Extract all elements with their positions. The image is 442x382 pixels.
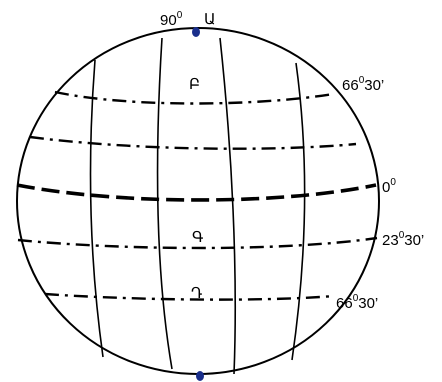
latitude-label-middle: 23030’ [382, 230, 424, 249]
meridian-line [89, 59, 104, 358]
north-pole-marker [192, 27, 200, 37]
equator-label: 00 [382, 177, 396, 196]
parallel-line [44, 292, 335, 301]
latitude-label-bottom: 66030’ [336, 293, 378, 312]
zone-letter-upper: Բ [189, 76, 200, 93]
north-pole-degree-label: 900 [160, 10, 183, 29]
latitude-label-top: 66030’ [342, 75, 384, 94]
meridian-line [219, 37, 237, 375]
zone-letter-lower: Դ [191, 285, 202, 302]
parallel-line [17, 236, 378, 250]
meridian-line [291, 62, 306, 361]
zone-letter-middle: Գ [192, 229, 203, 246]
north-pole-letter: Ա [204, 11, 216, 28]
meridian-line [156, 37, 173, 370]
equator-line [16, 183, 377, 202]
parallel-line [29, 135, 357, 150]
parallel-line [54, 90, 334, 105]
south-pole-marker [196, 371, 204, 381]
